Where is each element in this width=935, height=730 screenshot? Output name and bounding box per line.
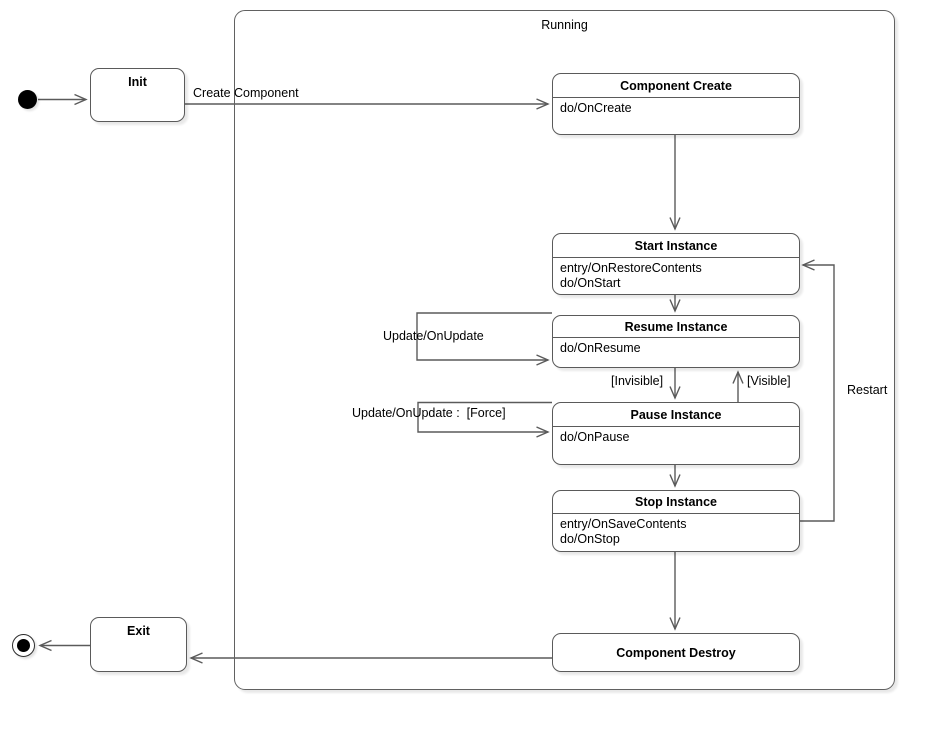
- state-stop-instance[interactable]: Stop Instance entry/OnSaveContents do/On…: [552, 490, 800, 552]
- state-init-title: Init: [128, 75, 147, 89]
- transition-label-invisible: [Invisible]: [611, 374, 664, 388]
- state-start-instance-activity: entry/OnRestoreContents: [560, 261, 702, 275]
- state-stop-instance-activity: entry/OnSaveContents: [560, 517, 687, 531]
- transition-label-create-component: Create Component: [193, 86, 299, 100]
- initial-state-node[interactable]: [18, 90, 37, 109]
- state-pause-instance[interactable]: Pause Instance do/OnPause: [552, 402, 800, 465]
- composite-state-running-label: Running: [541, 18, 588, 32]
- state-stop-instance-title: Stop Instance: [553, 491, 799, 514]
- final-state-inner-dot: [17, 639, 30, 652]
- state-pause-instance-activity: do/OnPause: [560, 430, 630, 444]
- composite-state-running[interactable]: Running: [234, 10, 895, 690]
- state-pause-instance-title: Pause Instance: [553, 403, 799, 427]
- transition-label-update-resume: Update/OnUpdate: [383, 329, 484, 343]
- transition-label-visible: [Visible]: [747, 374, 791, 388]
- state-resume-instance-title: Resume Instance: [553, 316, 799, 338]
- state-component-create-title: Component Create: [553, 74, 799, 98]
- state-component-destroy-title: Component Destroy: [616, 645, 736, 660]
- state-exit-title: Exit: [127, 624, 150, 638]
- state-resume-instance[interactable]: Resume Instance do/OnResume: [552, 315, 800, 368]
- transition-label-update-pause-force: Update/OnUpdate : [Force]: [352, 406, 506, 420]
- state-init[interactable]: Init: [90, 68, 185, 122]
- state-resume-instance-activity: do/OnResume: [560, 341, 641, 355]
- state-component-create[interactable]: Component Create do/OnCreate: [552, 73, 800, 135]
- state-component-create-activity: do/OnCreate: [560, 101, 632, 115]
- state-start-instance[interactable]: Start Instance entry/OnRestoreContents d…: [552, 233, 800, 295]
- transition-label-restart: Restart: [847, 383, 888, 397]
- final-state-node[interactable]: [12, 634, 35, 657]
- state-component-destroy[interactable]: Component Destroy: [552, 633, 800, 672]
- state-start-instance-title: Start Instance: [553, 234, 799, 258]
- state-start-instance-activity: do/OnStart: [560, 276, 621, 290]
- state-exit[interactable]: Exit: [90, 617, 187, 672]
- state-stop-instance-activity: do/OnStop: [560, 532, 620, 546]
